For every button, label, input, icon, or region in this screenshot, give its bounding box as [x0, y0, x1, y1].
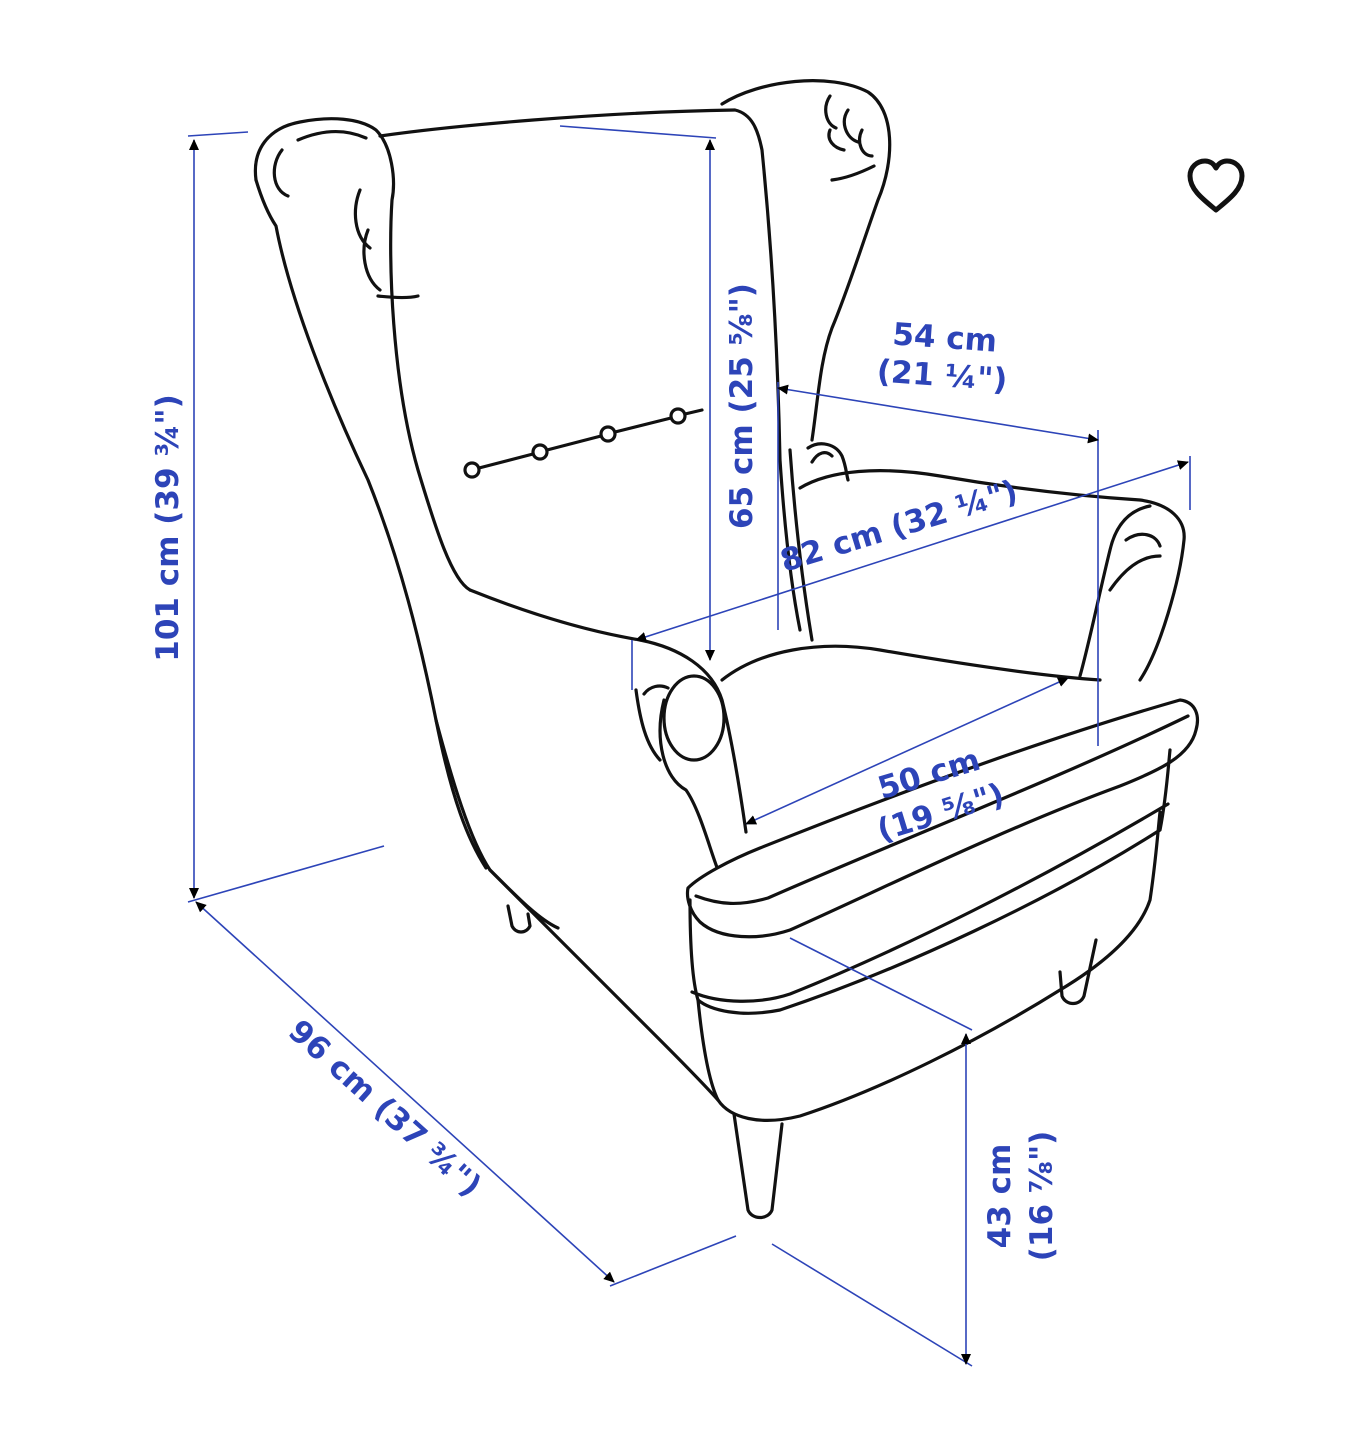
back-height-label: 65 cm (25 ⅝"): [724, 283, 760, 529]
height-label: 101 cm (39 ¾"): [150, 394, 186, 662]
armchair-illustration: [253, 79, 1200, 1220]
front-right-leg: [1058, 938, 1098, 1006]
svg-text:(16 ⅞"): (16 ⅞"): [1024, 1131, 1060, 1262]
seat-cushion: [720, 644, 1102, 682]
dimension-lines: [187, 125, 1191, 1367]
svg-text:43 cm: 43 cm: [982, 1144, 1018, 1249]
front-left-leg: [732, 1112, 784, 1220]
svg-text:54 cm: 54 cm: [891, 316, 998, 359]
back-left-leg: [506, 904, 532, 934]
front-skirt: [688, 748, 1172, 1015]
seat-height-label: 43 cm (16 ⅞"): [982, 1131, 1060, 1262]
favorite-button[interactable]: [1184, 156, 1248, 216]
left-wing: [253, 117, 472, 592]
seat-width-label: 54 cm (21 ¼"): [876, 316, 1009, 398]
button-tufting: [463, 407, 704, 479]
heart-outline-icon: [1187, 158, 1245, 213]
width-label: 82 cm (32 ¼"): [776, 473, 1022, 579]
right-wing: [720, 79, 892, 442]
dimension-labels: 101 cm (39 ¾") 65 cm (25 ⅝") 54 cm (21 ¼…: [150, 283, 1060, 1261]
svg-text:(21 ¼"): (21 ¼"): [876, 353, 1009, 398]
depth-label: 96 cm (37 ¾"): [281, 1013, 488, 1204]
chair-body: [434, 718, 720, 1102]
